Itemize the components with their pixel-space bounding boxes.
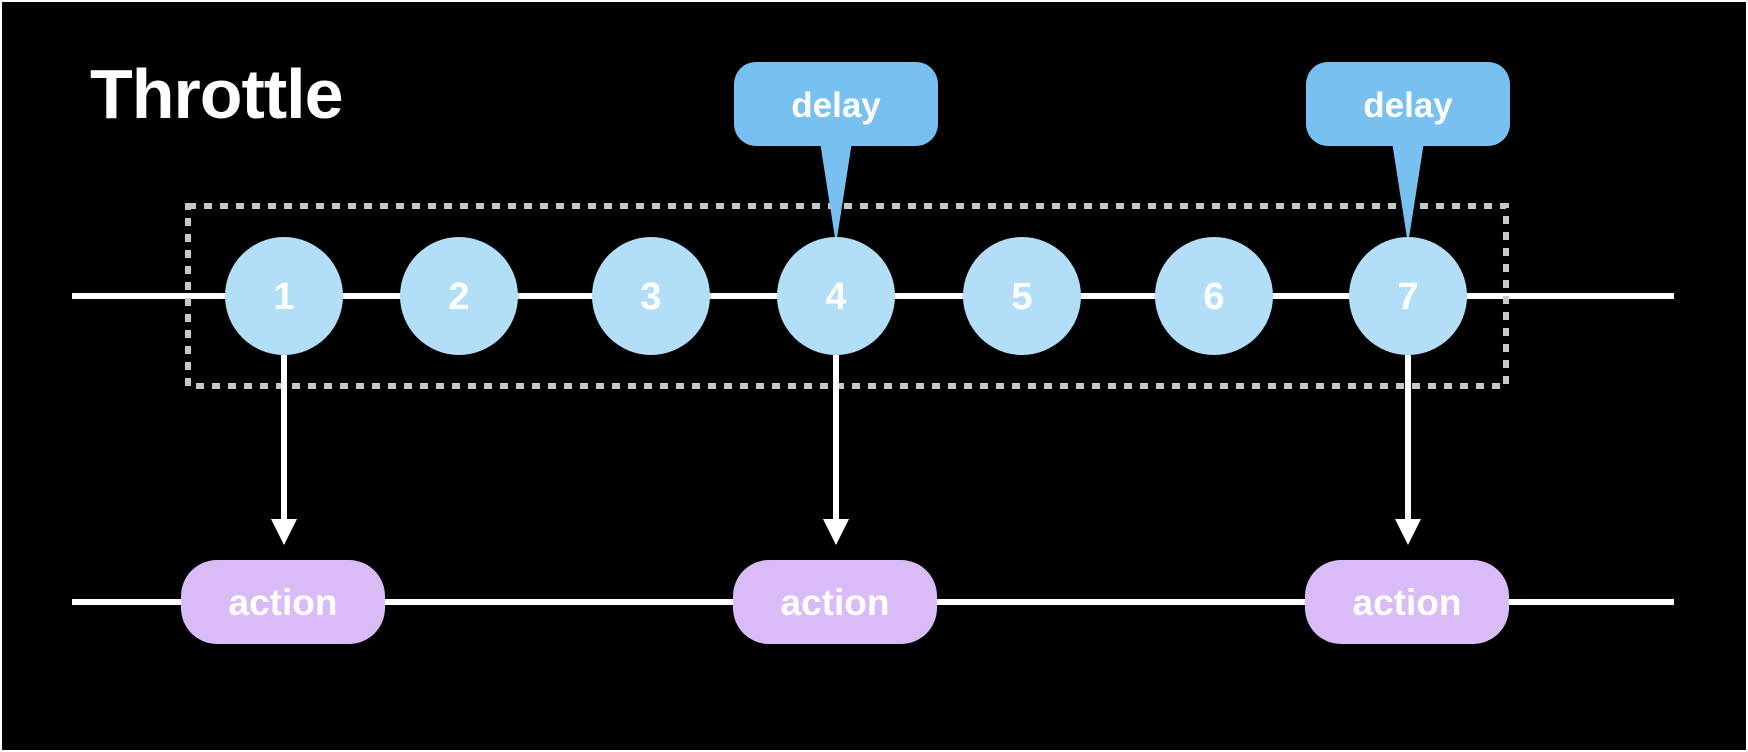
delay-bubble bbox=[1306, 62, 1510, 146]
event-circle bbox=[592, 237, 710, 355]
action-pill bbox=[733, 560, 937, 644]
event-marble: 2 bbox=[400, 237, 518, 355]
action-node: action bbox=[181, 560, 385, 644]
delay-pointer bbox=[1392, 142, 1424, 238]
event-marble: 4 bbox=[777, 237, 895, 355]
action-node: action bbox=[733, 560, 937, 644]
event-marble: 5 bbox=[963, 237, 1081, 355]
action-pill bbox=[1305, 560, 1509, 644]
event-label: 7 bbox=[1397, 276, 1418, 318]
throttle-window bbox=[185, 203, 1509, 389]
event-marble: 7 bbox=[1349, 237, 1467, 355]
action-pill bbox=[181, 560, 385, 644]
delay-pointer bbox=[820, 142, 852, 238]
event-label: 2 bbox=[448, 276, 469, 318]
event-circle bbox=[777, 237, 895, 355]
event-circle bbox=[1155, 237, 1273, 355]
event-marble: 6 bbox=[1155, 237, 1273, 355]
action-label: action bbox=[1353, 582, 1462, 623]
event-label: 4 bbox=[825, 276, 846, 318]
event-marble: 3 bbox=[592, 237, 710, 355]
delay-bubble bbox=[734, 62, 938, 146]
event-circle bbox=[225, 237, 343, 355]
action-node: action bbox=[1305, 560, 1509, 644]
event-label: 3 bbox=[640, 276, 661, 318]
event-marble: 1 bbox=[225, 237, 343, 355]
action-label: action bbox=[781, 582, 890, 623]
delay-label: delay bbox=[791, 86, 881, 125]
event-circle bbox=[963, 237, 1081, 355]
event-circle bbox=[400, 237, 518, 355]
event-label: 1 bbox=[273, 276, 294, 318]
delay-callout: delay bbox=[734, 62, 938, 238]
action-label: action bbox=[229, 582, 338, 623]
delay-label: delay bbox=[1363, 86, 1453, 125]
event-label: 5 bbox=[1011, 276, 1032, 318]
delay-callout: delay bbox=[1306, 62, 1510, 238]
event-label: 6 bbox=[1203, 276, 1224, 318]
event-circle bbox=[1349, 237, 1467, 355]
diagram-title: Throttle bbox=[90, 55, 344, 133]
